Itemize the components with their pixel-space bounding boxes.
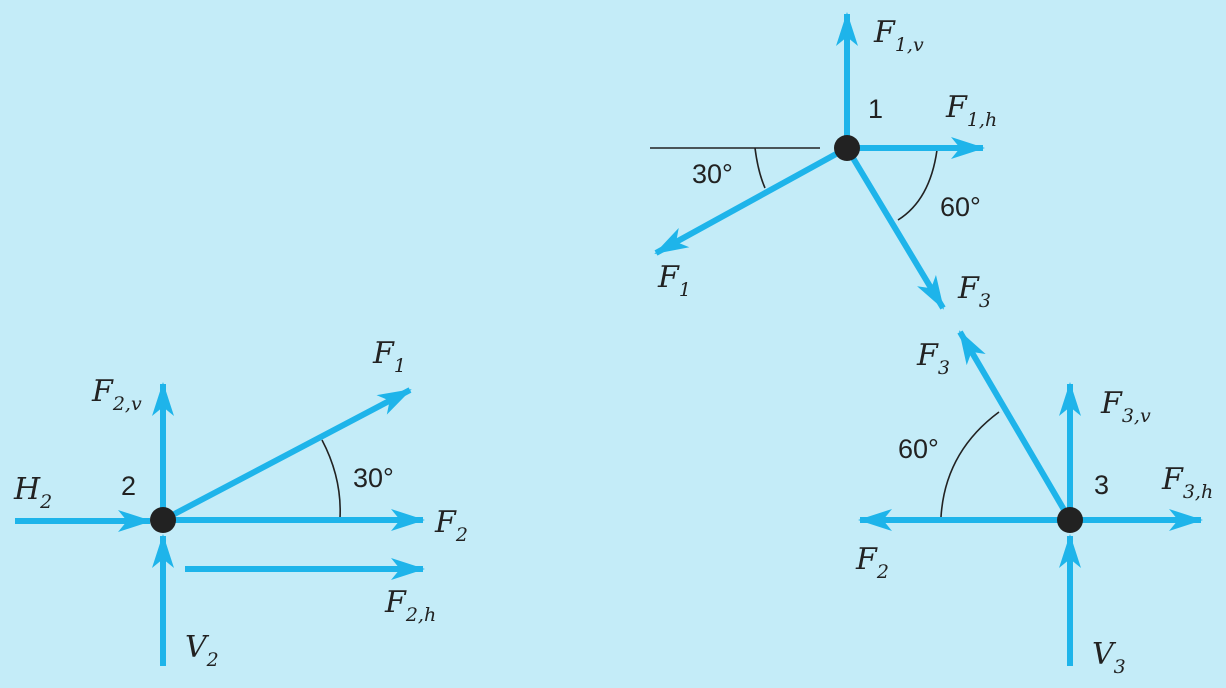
node-2-dot [150, 507, 176, 533]
node-2-f1-label: F1 [372, 336, 406, 377]
node-2-f2h-label: F2,h [384, 585, 436, 626]
node-2-number: 2 [121, 471, 136, 501]
node-2-angle-30-label: 30° [353, 463, 394, 493]
node-2-f1-arrow [161, 387, 412, 523]
node-3-v3-label: V3 [1092, 637, 1126, 678]
node-3-f3h-label: F3,h [1161, 462, 1213, 503]
node-2-f2v-label: F2,v [91, 374, 142, 415]
node-2-v2-label: V2 [185, 630, 219, 671]
node-2-angle-arc [321, 439, 341, 519]
node-2-h2-label: H2 [13, 472, 52, 513]
node-1-angle-60-label: 60° [940, 192, 981, 222]
node-1-f1v-label: F1,v [873, 15, 924, 56]
node-2-f2-label: F2 [434, 505, 468, 546]
node-3-angle-60-label: 60° [898, 434, 939, 464]
node-1-diagram: 1 30° 60° F1,v F1,h F1 F3 [650, 12, 997, 312]
node-1-dot [834, 135, 860, 161]
node-3-f3v-label: F3,v [1100, 386, 1151, 427]
node-3-f3-arrow [957, 330, 1073, 522]
node-3-f3-label: F3 [916, 338, 950, 379]
node-3-dot [1057, 507, 1083, 533]
node-3-f2-label: F2 [855, 542, 889, 583]
node-3-angle-arc [940, 411, 1000, 518]
node-2-diagram: 2 30° F1 F2,v H2 F2 F2,h V2 [13, 336, 468, 671]
node-1-f1-label: F1 [657, 260, 691, 301]
node-1-f3-label: F3 [957, 271, 991, 312]
node-1-number: 1 [868, 94, 883, 124]
node-1-f1-arrow [654, 145, 849, 256]
node-1-angle-arc-left [754, 147, 766, 189]
node-3-diagram: 3 60° F3 F3,v F3,h F2 V3 [855, 330, 1213, 678]
node-1-f3-arrow [844, 146, 946, 310]
node-1-angle-30-label: 30° [692, 159, 733, 189]
node-1-angle-arc-right [897, 149, 938, 221]
node-3-number: 3 [1094, 470, 1109, 500]
node-1-f1h-label: F1,h [945, 90, 997, 131]
